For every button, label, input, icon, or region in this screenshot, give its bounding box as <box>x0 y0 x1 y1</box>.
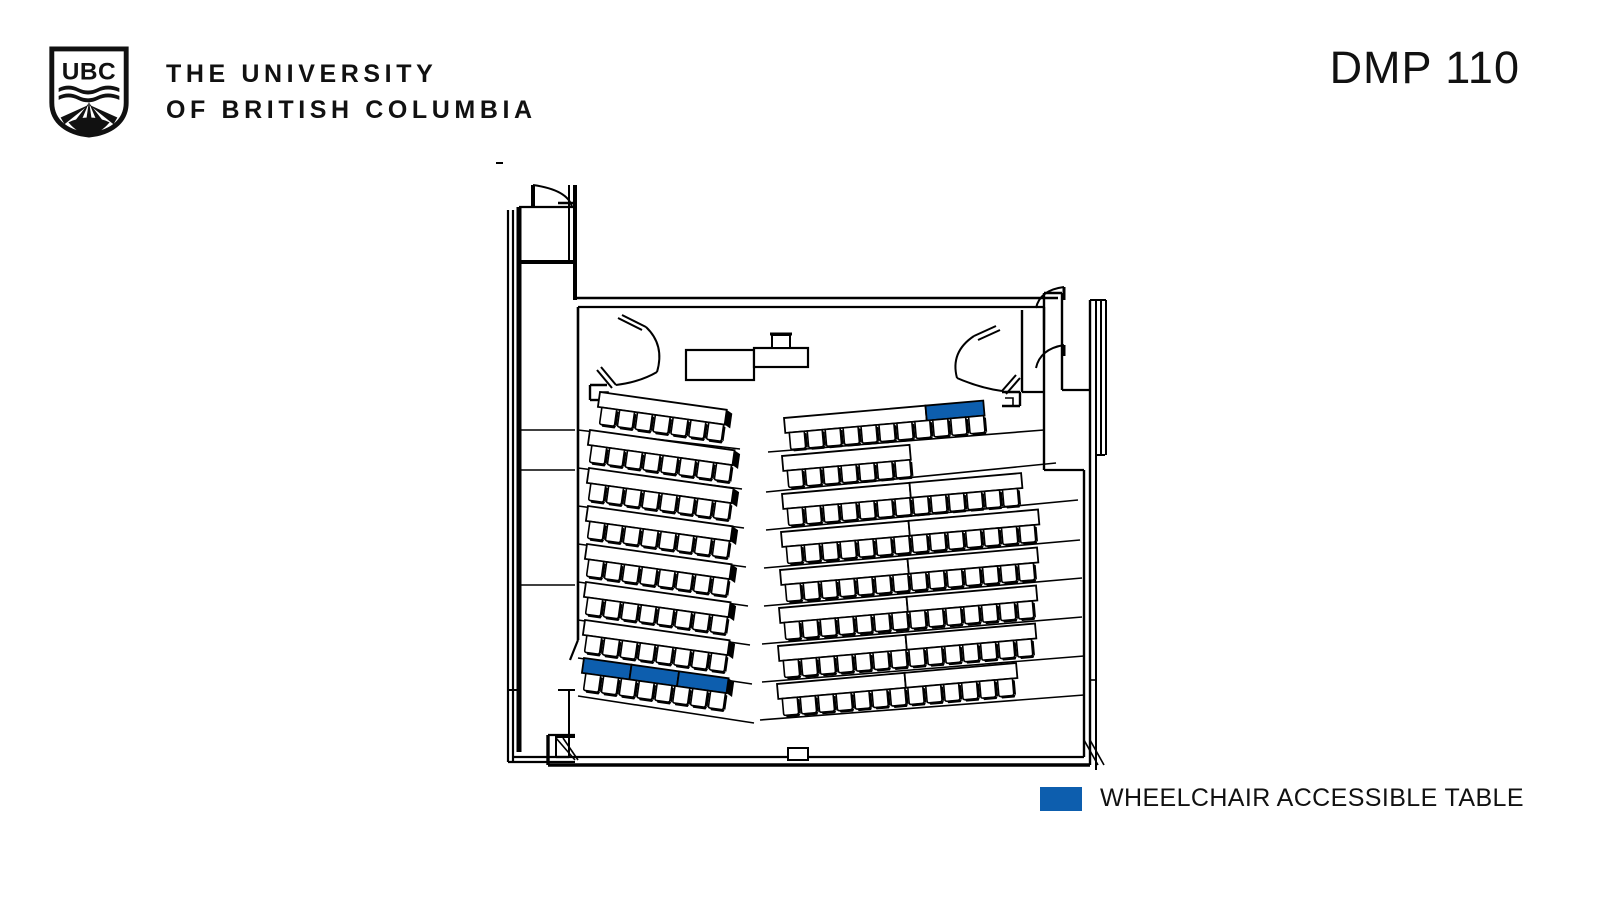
seat-row-left-7 <box>581 618 736 676</box>
instructor-desk <box>684 332 810 382</box>
page-header: UBC THE UNIVERSITY OF BRITISH COLUMBIA D… <box>0 0 1602 160</box>
left-corridor-walls <box>496 162 577 764</box>
legend-label: WHEELCHAIR ACCESSIBLE TABLE <box>1100 784 1524 812</box>
svg-text:UBC: UBC <box>62 58 116 85</box>
seat-row-right-6 <box>778 584 1039 643</box>
front-doors <box>588 314 1022 408</box>
seat-row-right-8 <box>776 662 1019 719</box>
seat-row-left-4 <box>584 504 739 562</box>
seat-row-right-7 <box>777 622 1038 681</box>
right-seating-block <box>776 399 1041 719</box>
seat-row-right-2 <box>781 443 915 491</box>
seat-row-left-8-accessible <box>580 656 735 714</box>
lectern-icon <box>770 332 792 349</box>
legend: WHEELCHAIR ACCESSIBLE TABLE <box>1040 784 1524 813</box>
room-outer-walls <box>546 296 1105 770</box>
seat-row-right-1-accessible <box>783 399 989 453</box>
seat-row-right-3 <box>781 472 1024 529</box>
seat-row-right-5 <box>779 546 1040 605</box>
seat-row-right-4 <box>780 508 1041 567</box>
seat-row-left-1 <box>596 390 733 445</box>
bottom-wall-niche <box>787 747 809 761</box>
seat-row-left-6 <box>582 580 737 638</box>
seat-row-left-5 <box>583 542 738 600</box>
page-title: DMP 110 <box>1329 42 1520 93</box>
wordmark-line-1: THE UNIVERSITY <box>166 60 438 88</box>
right-vestibule <box>1020 286 1107 455</box>
ubc-wordmark: THE UNIVERSITY OF BRITISH COLUMBIA <box>166 56 537 128</box>
legend-swatch-wheelchair-accessible <box>1040 786 1082 811</box>
seat-row-left-2 <box>586 428 741 486</box>
wordmark-line-2: OF BRITISH COLUMBIA <box>166 96 537 124</box>
ubc-crest-icon: UBC <box>49 46 129 138</box>
left-seating-block <box>580 390 741 714</box>
ubc-logo: UBC THE UNIVERSITY OF BRITISH COLUMBIA <box>48 46 537 138</box>
seat-row-left-3 <box>585 466 740 524</box>
